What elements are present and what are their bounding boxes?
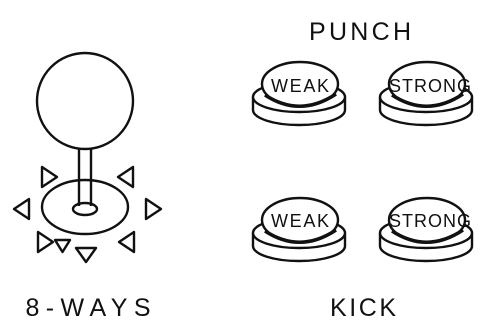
arrow-down-left-icon bbox=[38, 232, 53, 252]
punch-label: PUNCH bbox=[309, 18, 411, 46]
joystick-label: 8-WAYS bbox=[26, 294, 151, 322]
kick-strong-label: STRONG bbox=[389, 211, 471, 231]
kick-weak-label: WEAK bbox=[271, 211, 329, 231]
arrow-up-right-icon bbox=[118, 167, 133, 187]
arrow-up-left-icon bbox=[42, 167, 57, 187]
arrow-left-icon bbox=[14, 199, 29, 219]
joystick-shaft bbox=[79, 147, 91, 206]
arrow-down-center-icon bbox=[76, 248, 96, 262]
arrow-down-right-icon bbox=[119, 232, 134, 252]
arrow-down-icon bbox=[55, 240, 70, 252]
arrow-right-icon bbox=[146, 199, 161, 219]
joystick bbox=[37, 53, 133, 234]
joystick-base-hole bbox=[73, 203, 97, 215]
joystick-ball bbox=[37, 53, 133, 149]
punch-weak-label: WEAK bbox=[271, 76, 329, 96]
kick-label: KICK bbox=[330, 294, 396, 322]
joystick-base-ring bbox=[42, 180, 128, 234]
punch-strong-label: STRONG bbox=[389, 76, 471, 96]
